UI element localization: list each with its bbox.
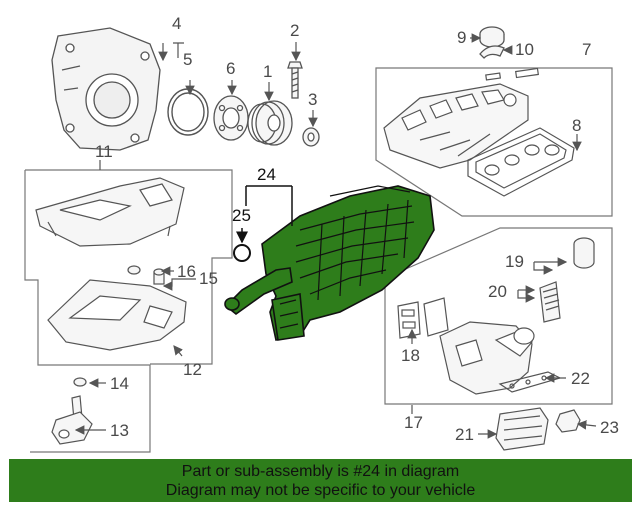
callout-3: 3 <box>308 90 318 109</box>
seal-10 <box>479 45 505 59</box>
oil-cooler-21 <box>495 407 549 451</box>
callout-18: 18 <box>401 346 420 365</box>
gasket-8 <box>467 127 575 197</box>
callout-20: 20 <box>488 282 507 301</box>
callout-19: 19 <box>505 252 524 271</box>
oil-filter-20 <box>539 281 561 323</box>
leader-lines <box>74 33 597 439</box>
callout-16: 16 <box>177 262 196 281</box>
callout-12: 12 <box>183 360 202 379</box>
gasket-18 <box>397 297 449 339</box>
seal-5 <box>167 88 209 136</box>
oil-filter-cap-19 <box>573 237 595 269</box>
callout-7: 7 <box>582 40 592 59</box>
callout-5: 5 <box>183 50 193 69</box>
timing-cover <box>51 27 161 151</box>
o-ring-25 <box>233 244 251 262</box>
banner-line-2: Diagram may not be specific to your vehi… <box>165 482 476 499</box>
leader-lines-highlight <box>236 185 293 244</box>
callout-23: 23 <box>600 418 619 437</box>
callout-15: 15 <box>199 269 218 288</box>
callout-25: 25 <box>232 206 251 225</box>
hub-6 <box>213 95 249 141</box>
callout-4: 4 <box>172 14 182 33</box>
oil-pan-lower <box>47 279 187 351</box>
callout-6: 6 <box>226 59 236 78</box>
callout-1: 1 <box>263 62 273 81</box>
highlight-banner: Part or sub-assembly is #24 in diagram D… <box>9 459 632 502</box>
callout-10: 10 <box>515 40 534 59</box>
intake-manifold-24 <box>224 185 435 341</box>
callout-11: 11 <box>95 142 113 161</box>
bolt-2 <box>287 61 303 99</box>
callout-24: 24 <box>257 165 276 184</box>
filter-housing-17 <box>439 321 535 395</box>
oil-pan-upper <box>35 177 185 247</box>
group-box-7 <box>375 67 613 217</box>
filler-cap-9 <box>479 26 505 48</box>
callout-22: 22 <box>571 369 590 388</box>
callout-14: 14 <box>110 374 129 393</box>
callout-13: 13 <box>110 421 129 440</box>
group-box-17 <box>384 227 613 405</box>
callout-9: 9 <box>457 28 467 47</box>
valve-cover-7 <box>383 67 539 169</box>
oil-level-sensor-13 <box>51 377 93 445</box>
drain-plug-16 <box>127 265 165 285</box>
callout-8: 8 <box>572 116 582 135</box>
callout-17: 17 <box>404 413 423 432</box>
group-box-11 <box>24 169 233 453</box>
callout-2: 2 <box>290 21 300 40</box>
callout-21: 21 <box>455 425 474 444</box>
banner-line-1: Part or sub-assembly is #24 in diagram <box>181 463 460 480</box>
pulley-1 <box>247 100 293 146</box>
sensor-23 <box>555 409 581 433</box>
washer-3 <box>302 127 320 147</box>
